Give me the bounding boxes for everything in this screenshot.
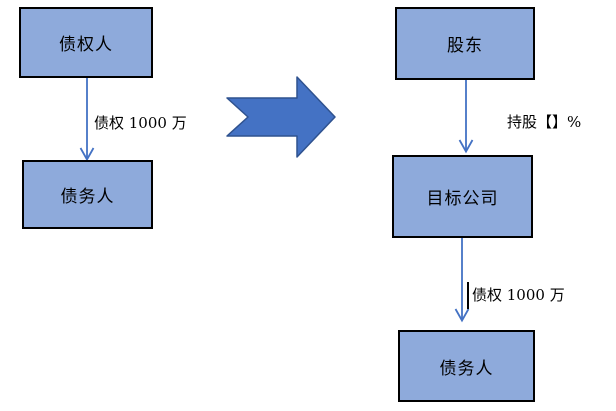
right-debtor-box-label: 债务人 (439, 358, 494, 379)
down-arrow-shareholder-to-company[interactable] (457, 80, 475, 154)
creditor-box[interactable]: 债权人 (19, 7, 153, 78)
creditor-box-label: 债权人 (59, 35, 113, 55)
transform-right-arrow-icon[interactable] (225, 75, 337, 160)
down-arrow-creditor-to-debtor[interactable] (78, 78, 96, 162)
down-arrow-company-to-debtor[interactable] (453, 238, 471, 323)
target-company-box-label: 目标公司 (426, 189, 499, 209)
left-debt-label[interactable]: 债权 1000 万 (94, 114, 187, 132)
shareholder-box[interactable]: 股东 (395, 7, 535, 80)
text-caret (467, 282, 469, 309)
left-debtor-box-label: 债务人 (60, 187, 115, 207)
right-debtor-box[interactable]: 债务人 (398, 330, 535, 402)
left-debtor-box[interactable]: 债务人 (22, 160, 153, 229)
target-company-box[interactable]: 目标公司 (392, 155, 533, 238)
shareholding-label[interactable]: 持股【】% (507, 113, 582, 131)
right-debt-label[interactable]: 债权 1000 万 (472, 286, 565, 304)
shareholder-box-label: 股东 (447, 36, 483, 56)
